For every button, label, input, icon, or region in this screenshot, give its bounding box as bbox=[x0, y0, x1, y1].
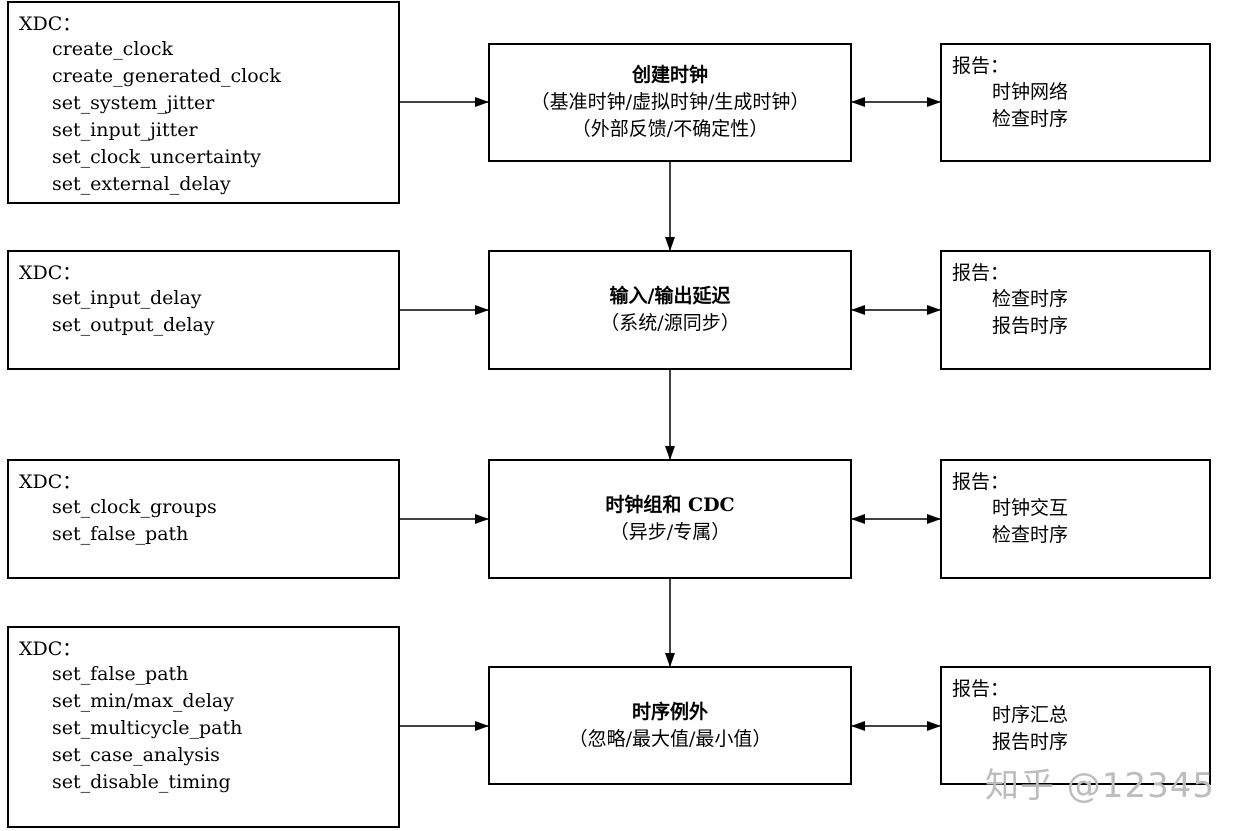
xdc-command: set_input_delay bbox=[52, 287, 202, 309]
report-item: 时钟交互 bbox=[992, 497, 1069, 519]
xdc-command: set_input_jitter bbox=[52, 119, 198, 141]
report-item: 检查时序 bbox=[992, 288, 1069, 310]
report-list: 检查时序 报告时序 bbox=[992, 286, 1068, 340]
report-box-timing-exceptions: 报告： 时序汇总 报告时序 bbox=[940, 666, 1211, 785]
xdc-command: set_system_jitter bbox=[52, 92, 215, 114]
report-box-clock-groups: 报告： 时钟交互 检查时序 bbox=[940, 459, 1211, 579]
step-title: 创建时钟 bbox=[631, 64, 708, 86]
report-title: 报告： bbox=[952, 55, 1010, 77]
report-list: 时钟网络 检查时序 bbox=[992, 79, 1068, 133]
xdc-command-list: set_false_path set_min/max_delay set_mul… bbox=[52, 661, 242, 796]
step-subtitle: （外部反馈/不确定性） bbox=[571, 118, 769, 140]
step-box-create-clock: 创建时钟 （基准时钟/虚拟时钟/生成时钟） （外部反馈/不确定性） bbox=[488, 43, 852, 162]
step-subtitle: （基准时钟/虚拟时钟/生成时钟） bbox=[530, 91, 810, 113]
xdc-title: XDC： bbox=[19, 262, 82, 284]
xdc-box-create-clock: XDC： create_clock create_generated_clock… bbox=[7, 1, 400, 204]
xdc-command: set_disable_timing bbox=[52, 771, 231, 793]
step-title: 输入/输出延迟 bbox=[609, 285, 731, 307]
xdc-title: XDC： bbox=[19, 638, 82, 660]
report-box-create-clock: 报告： 时钟网络 检查时序 bbox=[940, 43, 1211, 162]
step-subtitle: （系统/源同步） bbox=[600, 312, 740, 334]
report-item: 检查时序 bbox=[992, 524, 1069, 546]
xdc-command: set_case_analysis bbox=[52, 744, 220, 766]
report-title: 报告： bbox=[952, 471, 1010, 493]
xdc-command-list: set_input_delay set_output_delay bbox=[52, 285, 215, 339]
report-title: 报告： bbox=[952, 262, 1010, 284]
step-box-timing-exceptions: 时序例外 （忽略/最大值/最小值） bbox=[488, 666, 852, 785]
report-item: 报告时序 bbox=[992, 315, 1069, 337]
xdc-command: create_generated_clock bbox=[52, 65, 281, 87]
xdc-command: set_clock_groups bbox=[52, 496, 217, 518]
xdc-command: set_output_delay bbox=[52, 314, 215, 336]
step-title: 时钟组和 CDC bbox=[605, 494, 735, 516]
report-item: 检查时序 bbox=[992, 108, 1069, 130]
report-list: 时钟交互 检查时序 bbox=[992, 495, 1068, 549]
report-box-io-delay: 报告： 检查时序 报告时序 bbox=[940, 250, 1211, 370]
watermark: 知乎 @12345 bbox=[985, 766, 1215, 806]
xdc-command-list: set_clock_groups set_false_path bbox=[52, 494, 217, 548]
xdc-command: set_external_delay bbox=[52, 173, 231, 195]
step-subtitle: （异步/专属） bbox=[609, 521, 731, 543]
report-item: 时序汇总 bbox=[992, 704, 1069, 726]
xdc-command: set_false_path bbox=[52, 663, 189, 685]
report-item: 时钟网络 bbox=[992, 81, 1069, 103]
step-title: 时序例外 bbox=[631, 700, 708, 723]
xdc-command: create_clock bbox=[52, 38, 173, 60]
step-subtitle: （忽略/最大值/最小值） bbox=[568, 727, 772, 750]
xdc-title: XDC： bbox=[19, 13, 82, 35]
xdc-command-list: create_clock create_generated_clock set_… bbox=[52, 36, 281, 198]
xdc-box-io-delay: XDC： set_input_delay set_output_delay bbox=[7, 250, 400, 370]
report-title: 报告： bbox=[952, 678, 1010, 700]
report-item: 报告时序 bbox=[992, 731, 1069, 753]
xdc-title: XDC： bbox=[19, 471, 82, 493]
xdc-box-timing-exceptions: XDC： set_false_path set_min/max_delay se… bbox=[7, 626, 400, 828]
report-list: 时序汇总 报告时序 bbox=[992, 702, 1068, 756]
step-box-clock-groups: 时钟组和 CDC （异步/专属） bbox=[488, 459, 852, 579]
xdc-command: set_min/max_delay bbox=[52, 690, 234, 712]
xdc-box-clock-groups: XDC： set_clock_groups set_false_path bbox=[7, 459, 400, 579]
step-box-io-delay: 输入/输出延迟 （系统/源同步） bbox=[488, 250, 852, 370]
xdc-command: set_false_path bbox=[52, 523, 189, 545]
xdc-command: set_multicycle_path bbox=[52, 717, 243, 739]
xdc-command: set_clock_uncertainty bbox=[52, 146, 262, 168]
